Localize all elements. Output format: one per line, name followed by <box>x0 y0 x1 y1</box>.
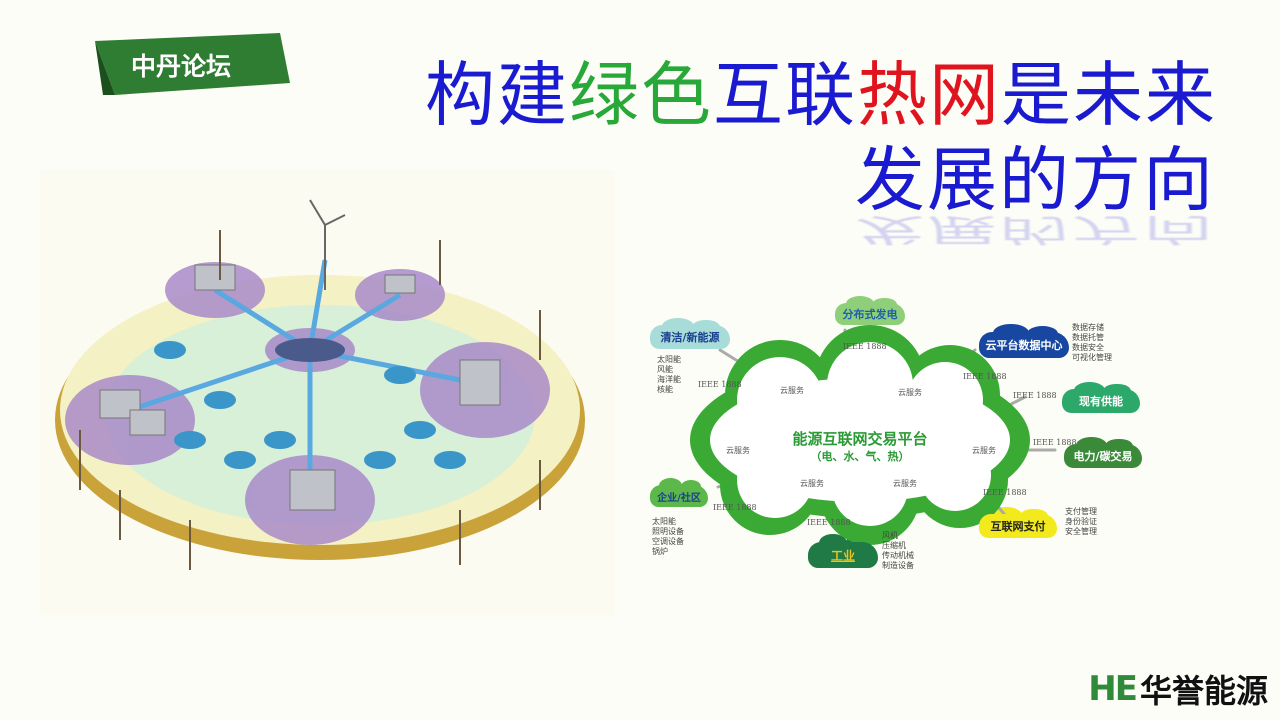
industry-list: 风机压缩机传动机械制造设备 <box>882 531 914 570</box>
title-part: 热网 <box>857 54 1001 136</box>
platform-title: 能源互联网交易平台 <box>792 430 928 448</box>
protocol-label: IEEE 1888 <box>1013 391 1057 400</box>
title-reflection: 发展的方向 <box>855 211 1215 249</box>
node-internet-payment: 互联网支付 <box>979 506 1057 538</box>
energy-internet-diagram: 能源互联网交易平台 （电、水、气、热） 云服务 云服务 云服务 云服务 云服务 … <box>640 285 1150 585</box>
smart-grid-illustration <box>40 170 615 615</box>
node-distributed-generation: 分布式发电 <box>835 296 905 325</box>
cloud-service-label: 云服务 <box>800 479 824 488</box>
forum-tag: 中丹论坛 <box>95 33 290 95</box>
protocol-label: IEEE 1888 <box>698 380 742 389</box>
title-line-2: 发展的方向 <box>855 139 1215 221</box>
protocol-label: IEEE 1888 <box>713 503 757 512</box>
protocol-label: IEEE 1888 <box>807 518 851 527</box>
cloud-service-label: 云服务 <box>893 479 917 488</box>
company-logo: HE 华誉能源 <box>1088 666 1268 712</box>
protocol-label: IEEE 1888 <box>1033 438 1077 447</box>
protocol-label: IEEE 1888 <box>843 342 887 351</box>
tag-label: 中丹论坛 <box>131 52 232 81</box>
cloud-service-label: 云服务 <box>898 388 922 397</box>
logo-text: 华誉能源 <box>1139 672 1268 710</box>
node-power-carbon-trading: 电力/碳交易 <box>1064 436 1142 468</box>
title-part: 构建 <box>425 54 569 136</box>
title-part: 绿色 <box>569 54 713 136</box>
cloud-service-label: 云服务 <box>726 446 750 455</box>
node-industry: 工业 <box>808 534 878 568</box>
tag-banner-shape <box>95 33 290 95</box>
cloud-service-label: 云服务 <box>780 386 804 395</box>
payment-list: 支付管理身份验证安全管理 <box>1065 507 1097 536</box>
node-clean-energy: 清洁/新能源 <box>650 317 730 349</box>
clean-energy-list: 太阳能风能海洋能核能 <box>657 355 681 394</box>
platform-subtitle: （电、水、气、热） <box>810 450 910 463</box>
connector-lines <box>690 325 1057 545</box>
node-existing-supply: 现有供能 <box>1062 381 1140 413</box>
title-part: 是未来 <box>1001 54 1217 136</box>
protocol-label: IEEE 1888 <box>963 372 1007 381</box>
node-data-center: 云平台数据中心 <box>979 324 1069 358</box>
community-list: 太阳能照明设备空调设备锅炉 <box>652 517 684 556</box>
title-part: 互联 <box>713 54 857 136</box>
node-enterprise-community: 企业/社区 <box>650 478 708 507</box>
protocol-label: IEEE 1888 <box>983 488 1027 497</box>
cloud-service-label: 云服务 <box>972 446 996 455</box>
data-center-list: 数据存储数据托管数据安全可视化管理 <box>1072 323 1112 362</box>
logo-mark: HE <box>1088 669 1138 709</box>
title-line-1: 构建绿色互联热网是未来 <box>425 60 1217 130</box>
